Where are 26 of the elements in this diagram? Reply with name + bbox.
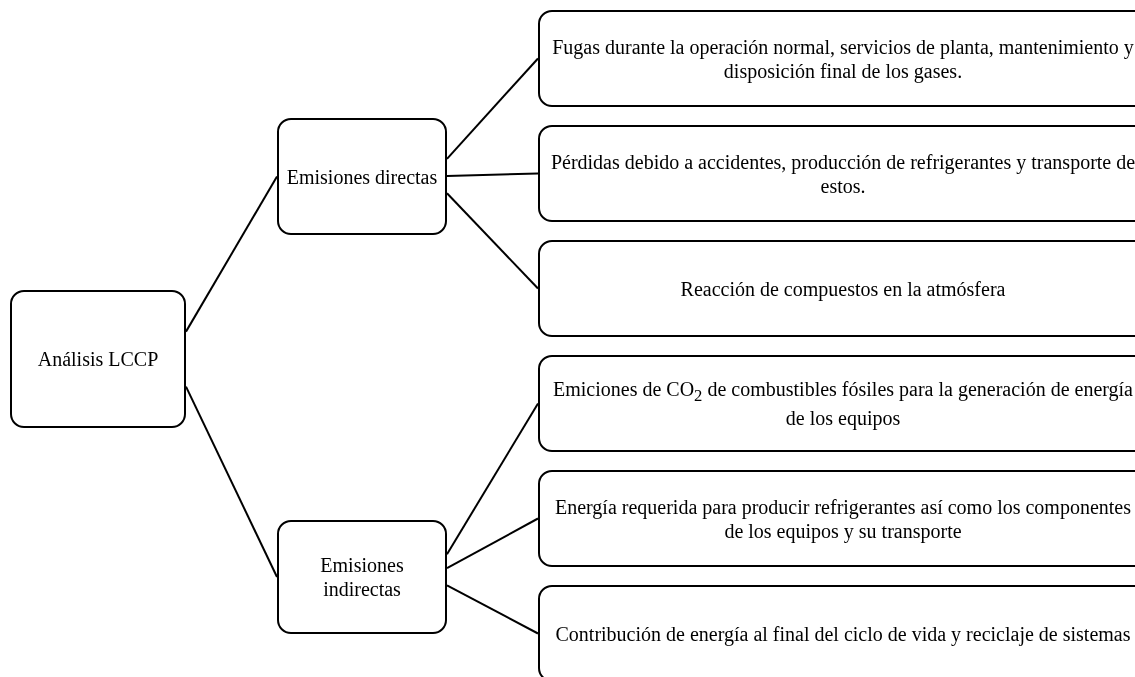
connector-line bbox=[446, 172, 539, 178]
connector-line bbox=[446, 517, 539, 570]
connector-line bbox=[446, 192, 539, 290]
box-text: Energía requerida para producir refrigerantes así como los componentes de los equipos y su transporte bbox=[553, 494, 1133, 543]
rounded-box bbox=[538, 470, 1135, 567]
connector-line bbox=[446, 57, 539, 160]
box-text: Emisiones indirectas bbox=[319, 553, 405, 601]
box-text: Análisis LCCP bbox=[37, 347, 159, 371]
box-text: Contribución de energía al final del ciclo de vida y reciclaje de sistemas bbox=[555, 621, 1131, 646]
box-text: Fugas durante la operación normal, servicios de planta, mantenimiento y disposición final de los gases. bbox=[551, 34, 1135, 83]
connector-line bbox=[185, 385, 278, 578]
rounded-box bbox=[538, 10, 1135, 107]
box-text: Emiciones de CO$_{2}$ de combustibles fósiles para la generación de energía de los equipos bbox=[552, 377, 1134, 430]
rounded-box bbox=[277, 118, 447, 235]
connector-line bbox=[185, 175, 278, 333]
connector-line bbox=[446, 584, 539, 635]
rounded-box bbox=[538, 240, 1135, 337]
rounded-box bbox=[538, 355, 1135, 452]
rounded-box bbox=[538, 125, 1135, 222]
box-text: Reacción de compuestos en la atmósfera bbox=[680, 276, 1006, 301]
rounded-box bbox=[277, 520, 447, 634]
box-text: Pérdidas debido a accidentes, producción de refrigerantes y transporte de estos. bbox=[549, 149, 1135, 198]
box-text: Emisiones directas bbox=[286, 164, 438, 189]
connector-line bbox=[446, 402, 539, 556]
rounded-box bbox=[538, 585, 1135, 677]
rounded-box bbox=[10, 290, 186, 428]
